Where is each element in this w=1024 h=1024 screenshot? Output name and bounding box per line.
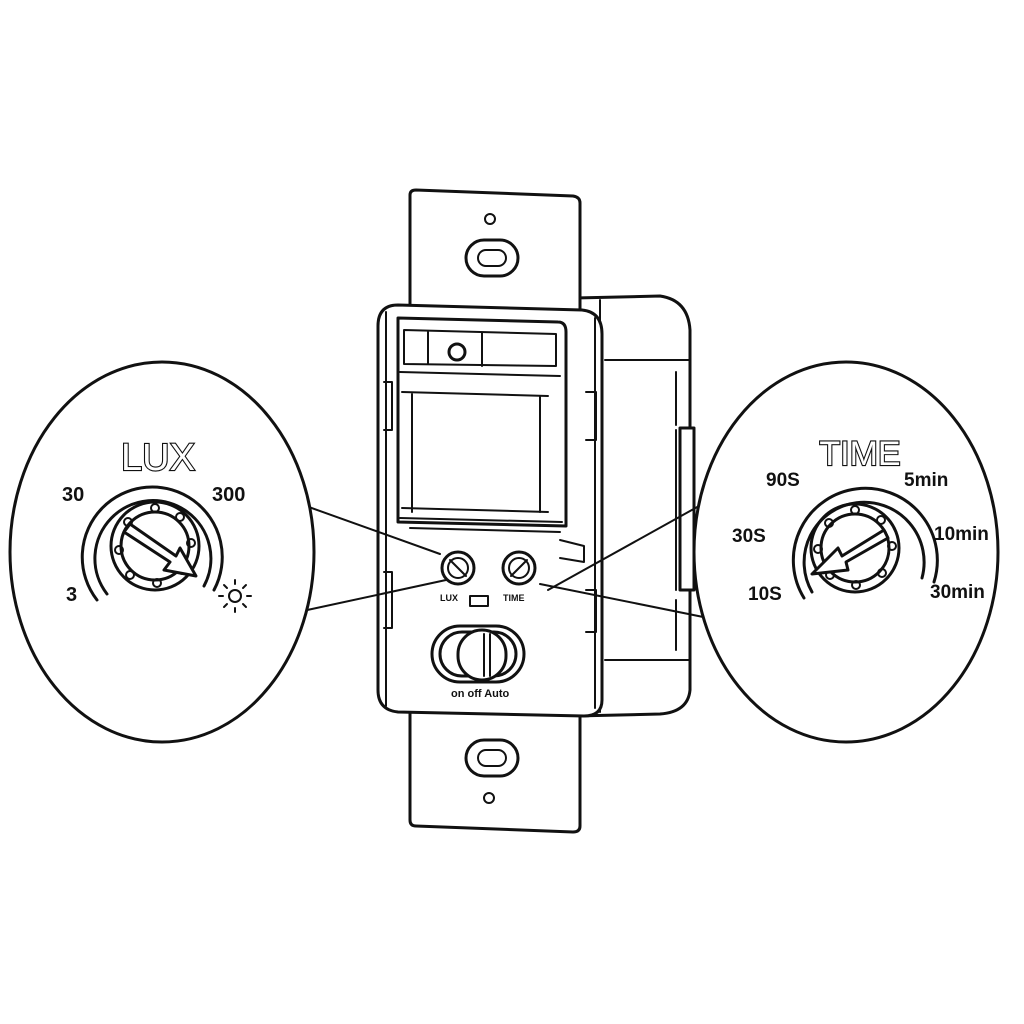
time-pointer-arrow bbox=[810, 528, 890, 576]
time-scale-arc bbox=[791, 486, 939, 600]
motion-sensor-switch: LUX TIME on off Auto bbox=[376, 188, 696, 834]
time-tick-5min: 5min bbox=[904, 470, 948, 491]
lux-tick-3: 3 bbox=[66, 584, 77, 606]
callout-lines bbox=[297, 495, 724, 622]
bottom-mounting-plate bbox=[408, 698, 582, 834]
top-mounting-plate bbox=[408, 188, 582, 332]
mode-switch-label: on off Auto bbox=[451, 688, 510, 700]
lux-dial-title: LUX bbox=[121, 437, 195, 479]
status-led bbox=[469, 595, 489, 607]
lux-tick-30: 30 bbox=[62, 484, 84, 506]
back-box bbox=[573, 294, 696, 718]
lux-tick-300: 300 bbox=[212, 484, 245, 506]
time-tick-10min: 10min bbox=[934, 524, 989, 545]
device-control-panel: LUX TIME bbox=[409, 527, 585, 607]
device-time-knob[interactable] bbox=[501, 550, 537, 586]
time-dial-title: TIME bbox=[819, 435, 900, 473]
lux-scale-arc bbox=[80, 485, 224, 602]
time-knob-grip bbox=[813, 505, 897, 590]
time-tick-30min: 30min bbox=[930, 582, 985, 603]
device-lux-label: LUX bbox=[440, 593, 458, 603]
device-lux-knob[interactable] bbox=[440, 550, 476, 586]
pir-sensor-lens bbox=[396, 316, 568, 528]
time-tick-30s: 30S bbox=[732, 526, 766, 547]
time-tick-90s: 90S bbox=[766, 470, 800, 491]
time-knob[interactable] bbox=[809, 502, 901, 594]
lux-knob[interactable] bbox=[109, 500, 201, 592]
device-time-label: TIME bbox=[503, 593, 525, 603]
mode-slide-switch[interactable]: on off Auto bbox=[430, 624, 526, 700]
time-tick-10s: 10S bbox=[748, 584, 782, 605]
lux-pointer-arrow bbox=[122, 522, 198, 578]
time-dial-callout: TIME 10S 30S 90S 5min 10min 30min bbox=[692, 360, 1000, 744]
lux-dial-callout: LUX 3 30 300 bbox=[8, 360, 316, 744]
sun-icon bbox=[218, 579, 252, 613]
